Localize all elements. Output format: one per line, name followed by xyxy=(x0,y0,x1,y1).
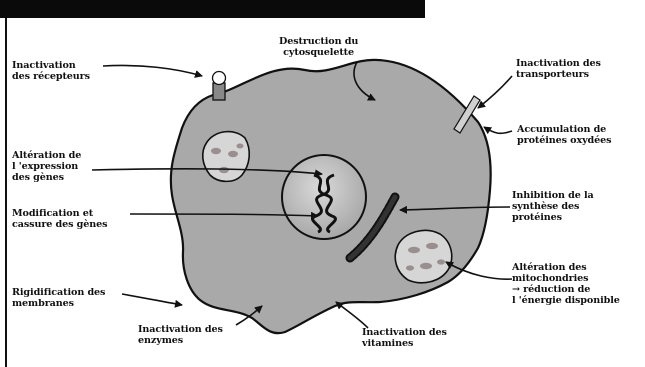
arrow-receptors xyxy=(103,65,202,76)
arrow-transporters xyxy=(478,76,512,108)
receptor-icon xyxy=(213,72,226,101)
mitochondrion xyxy=(395,230,451,282)
arrow-oxidized-proteins xyxy=(484,127,512,133)
nucleus xyxy=(282,155,366,239)
organelle-upper-left xyxy=(203,132,250,182)
arrow-membranes xyxy=(122,294,182,305)
arrow-vitamins xyxy=(336,302,368,328)
